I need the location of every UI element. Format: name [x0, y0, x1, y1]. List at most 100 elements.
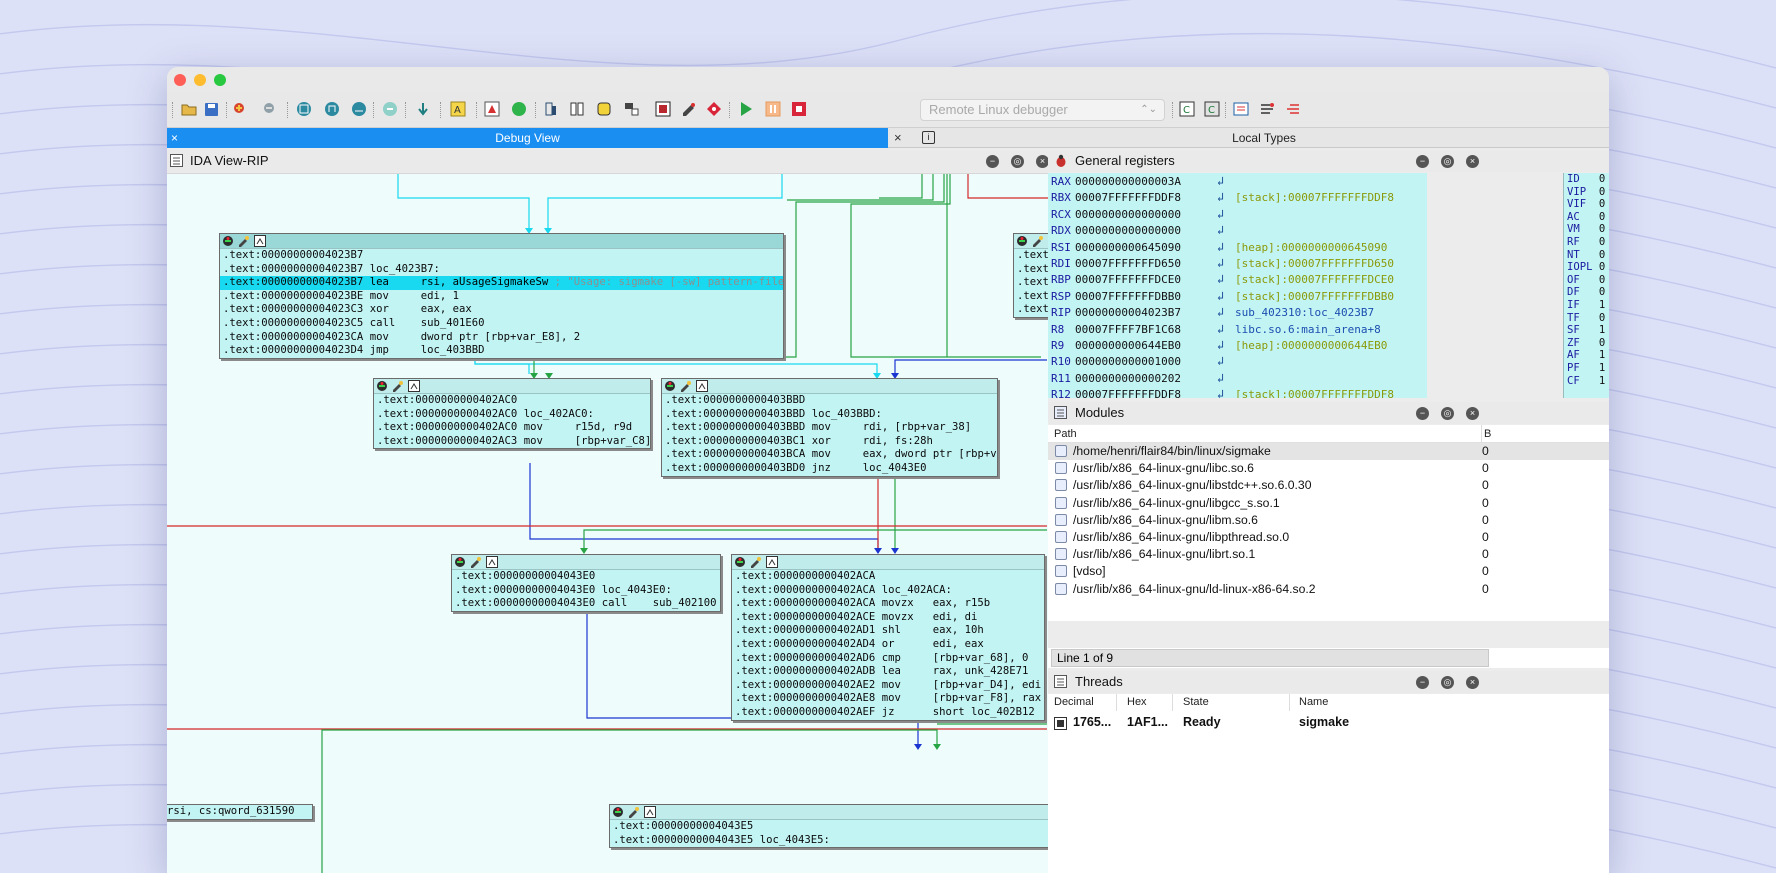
- code-line[interactable]: .text:0000000000402AC0 mov r15d, r9d: [374, 421, 650, 435]
- enums-icon[interactable]: [654, 100, 672, 118]
- thread-decimal[interactable]: 1765...: [1073, 715, 1111, 729]
- register-reference[interactable]: sub_402310:loc_4023B7: [1235, 306, 1374, 319]
- module-row[interactable]: /usr/lib/x86_64-linux-gnu/libgcc_s.so.10: [1048, 495, 1609, 512]
- registers-list[interactable]: RAX000000000000003A↲RBX00007FFFFFFFDDF8↲…: [1048, 173, 1427, 398]
- flag-value[interactable]: 0: [1599, 223, 1605, 235]
- code-block[interactable]: .text:0000000000402ACA.text:000000000040…: [731, 554, 1045, 721]
- register-value[interactable]: 0000000000645090: [1075, 240, 1217, 256]
- register-value[interactable]: 00007FFFF7BF1C68: [1075, 322, 1217, 338]
- flag-value[interactable]: 0: [1599, 274, 1605, 286]
- minimize-pane-icon[interactable]: −: [1416, 676, 1429, 689]
- code-block-header[interactable]: [452, 555, 720, 570]
- jump-back-icon[interactable]: [232, 100, 250, 118]
- edit-node-icon[interactable]: [750, 556, 762, 568]
- code-line[interactable]: .text:0000000000402AE2 mov [rbp+var_D4],…: [732, 679, 1044, 693]
- flag-row[interactable]: ID 0: [1564, 173, 1609, 186]
- code-block[interactable]: .text:0000000000402AAE.text:000000000040…: [1013, 233, 1048, 318]
- code-line[interactable]: .text:0000000000402AC3 mov [rbp+var_C8],…: [374, 435, 650, 449]
- pause-process-icon[interactable]: [764, 100, 782, 118]
- register-value[interactable]: 00007FFFFFFFDDF8: [1075, 190, 1217, 206]
- register-reference[interactable]: libc.so.6:main_arena+8: [1235, 323, 1381, 336]
- color-node-icon[interactable]: [222, 235, 234, 247]
- column-path[interactable]: Path: [1054, 428, 1077, 440]
- register-row[interactable]: R110000000000000202↲: [1048, 370, 1427, 386]
- code-block[interactable]: .text:0000000000402AC0.text:000000000040…: [373, 378, 651, 449]
- text-color-icon[interactable]: A: [449, 100, 467, 118]
- code-line[interactable]: .text:0000000000402ACE movzx edi, di: [732, 611, 1044, 625]
- code-line[interactable]: .text:00000000004043E0: [452, 570, 720, 584]
- register-value[interactable]: 00007FFFFFFFDCE0: [1075, 272, 1217, 288]
- edit-node-icon[interactable]: [628, 806, 640, 818]
- jump-arrow-icon[interactable]: ↲: [1217, 255, 1235, 271]
- code-line[interactable]: .text:0000000000403BD0 jnz loc_4043E0: [662, 462, 997, 476]
- module-row[interactable]: [vdso]0: [1048, 563, 1609, 580]
- thread-state[interactable]: Ready: [1183, 715, 1221, 729]
- open-folder-icon[interactable]: [180, 100, 198, 118]
- register-value[interactable]: 00007FFFFFFFDDF8: [1075, 387, 1217, 398]
- graph-node-icon[interactable]: [766, 556, 778, 568]
- code-line[interactable]: .text:0000000000403BBD loc_403BBD:: [662, 408, 997, 422]
- jump-arrow-icon[interactable]: ↲: [1217, 189, 1235, 205]
- flag-row[interactable]: VIP 0: [1564, 186, 1609, 199]
- list-view-icon[interactable]: [1232, 100, 1250, 118]
- close-pane-icon[interactable]: ×: [1466, 676, 1479, 689]
- jump-arrow-icon[interactable]: ↲: [1217, 321, 1235, 337]
- flag-value[interactable]: 0: [1599, 186, 1605, 198]
- code-line[interactable]: .text:0000000000403BBD mov rdi, [rbp+var…: [662, 421, 997, 435]
- code-line[interactable]: .text:00000000004023C3 xor eax, eax: [220, 303, 783, 317]
- code-line[interactable]: .text:0000000000402AC0 loc_402AC0:: [374, 408, 650, 422]
- structures-icon[interactable]: [624, 100, 642, 118]
- register-value[interactable]: 00000000004023B7: [1075, 305, 1217, 321]
- code-line[interactable]: rsi, cs:qword_631590: [167, 805, 312, 819]
- code-line[interactable]: .text:00000000004023B7: [220, 249, 783, 263]
- graph-node-icon[interactable]: [408, 380, 420, 392]
- hex-view-icon[interactable]: [350, 100, 368, 118]
- register-value[interactable]: 00007FFFFFFFDBB0: [1075, 289, 1217, 305]
- register-row[interactable]: R90000000000644EB0↲[heap]:0000000000644E…: [1048, 337, 1427, 353]
- graph-view-icon[interactable]: [295, 100, 313, 118]
- module-row[interactable]: /usr/lib/x86_64-linux-gnu/libstdc++.so.6…: [1048, 477, 1609, 494]
- code-line[interactable]: .text:00000000004023D4 jmp loc_403BBD: [220, 344, 783, 358]
- register-value[interactable]: 00007FFFFFFFD650: [1075, 256, 1217, 272]
- float-pane-icon[interactable]: ◎: [1441, 155, 1454, 168]
- float-pane-icon[interactable]: ◎: [1441, 407, 1454, 420]
- flag-row[interactable]: AC 0: [1564, 211, 1609, 224]
- code-line[interactable]: .text:0000000000402AD6 cmp [rbp+var_68],…: [732, 652, 1044, 666]
- code-block[interactable]: .text:00000000004023B7 .text:000000000040…: [219, 233, 784, 359]
- flag-row[interactable]: IF 1: [1564, 299, 1609, 312]
- flag-value[interactable]: 1: [1599, 362, 1605, 374]
- graph-node-icon[interactable]: [644, 806, 656, 818]
- register-value[interactable]: 0000000000000000: [1075, 207, 1217, 223]
- modules-column-header[interactable]: Path B: [1048, 425, 1609, 443]
- minimize-pane-icon[interactable]: −: [1416, 155, 1429, 168]
- minimize-window-button[interactable]: [194, 74, 206, 86]
- jump-arrow-icon[interactable]: ↲: [1217, 304, 1235, 320]
- register-row[interactable]: RSI0000000000645090↲[heap]:0000000000645…: [1048, 239, 1427, 255]
- color-node-icon[interactable]: [612, 806, 624, 818]
- flag-row[interactable]: VIF 0: [1564, 198, 1609, 211]
- flag-row[interactable]: NT 0: [1564, 249, 1609, 262]
- code-line[interactable]: .text:00000000004023B7 lea rsi, aUsageSi…: [220, 276, 783, 290]
- jump-forward-icon[interactable]: [262, 100, 280, 118]
- code-line[interactable]: .text:00000000004023CA mov dword ptr [rb…: [220, 331, 783, 345]
- code-block[interactable]: .text:00000000004043E0.text:000000000040…: [451, 554, 721, 612]
- code-line[interactable]: .text:0000000000403BCA mov eax, dword pt…: [662, 448, 997, 462]
- code-block[interactable]: .text:0000000000403BBD.text:000000000040…: [661, 378, 998, 477]
- column-hex[interactable]: Hex: [1127, 696, 1147, 708]
- register-row[interactable]: RIP00000000004023B7↲sub_402310:loc_4023B…: [1048, 304, 1427, 320]
- jump-arrow-icon[interactable]: ↲: [1217, 271, 1235, 287]
- breakpoint-icon[interactable]: [705, 100, 723, 118]
- module-row[interactable]: /usr/lib/x86_64-linux-gnu/libpthread.so.…: [1048, 529, 1609, 546]
- module-row[interactable]: /usr/lib/x86_64-linux-gnu/ld-linux-x86-6…: [1048, 581, 1609, 598]
- register-value[interactable]: 0000000000001000: [1075, 354, 1217, 370]
- register-row[interactable]: R100000000000001000↲: [1048, 353, 1427, 369]
- flag-row[interactable]: RF 0: [1564, 236, 1609, 249]
- code-line[interactable]: .text:0000000000402ADB lea rax, unk_428E…: [732, 665, 1044, 679]
- graph-node-icon[interactable]: [486, 556, 498, 568]
- code-block-header[interactable]: [610, 805, 1048, 820]
- register-row[interactable]: RCX0000000000000000↲: [1048, 206, 1427, 222]
- jump-arrow-icon[interactable]: ↲: [1217, 173, 1235, 189]
- proximity-view-icon[interactable]: [323, 100, 341, 118]
- code-block-header[interactable]: [662, 379, 997, 394]
- code-line[interactable]: .text:0000000000402ACA loc_402ACA:: [732, 584, 1044, 598]
